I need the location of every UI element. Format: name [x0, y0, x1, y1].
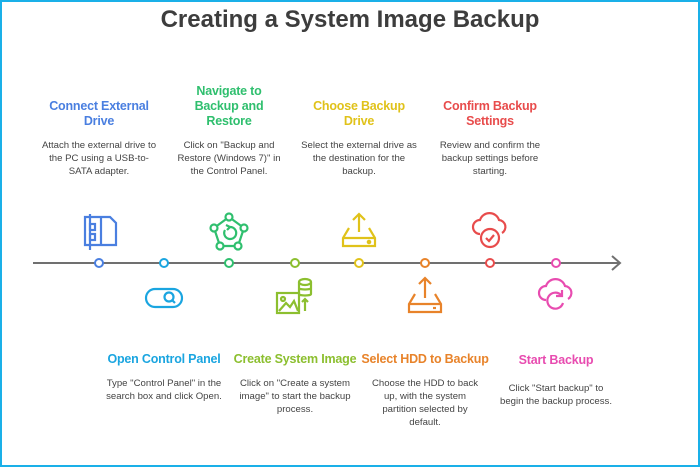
- drive-upload-icon: [341, 212, 377, 248]
- step-description: Click on "Backup and Restore (Windows 7)…: [177, 140, 281, 177]
- cloud-sync-icon: [537, 278, 573, 310]
- diagram-title: Creating a System Image Backup: [160, 6, 540, 33]
- timeline-dot: [159, 258, 169, 268]
- step-description: Type "Control Panel" in the search box a…: [106, 378, 222, 402]
- timeline-dot: [354, 258, 364, 268]
- hard-drive-card-icon: [83, 214, 118, 250]
- step-description: Choose the HDD to back up, with the syst…: [371, 378, 479, 428]
- step-description: Attach the external drive to the PC usin…: [41, 140, 157, 177]
- step-description: Select the external drive as the destina…: [301, 140, 417, 177]
- step-title: Navigate to Backup and Restore: [194, 84, 264, 128]
- step-description: Click "Start backup" to begin the backup…: [499, 383, 612, 407]
- timeline-dot: [224, 258, 234, 268]
- step-title: Connect External Drive: [49, 99, 149, 128]
- image-database-icon: [275, 277, 313, 315]
- step-description: Click on "Create a system image" to star…: [239, 378, 351, 415]
- step-title: Select HDD to Backup: [361, 352, 489, 366]
- timeline-dot: [290, 258, 300, 268]
- timeline-dot: [551, 258, 561, 268]
- timeline-dot: [485, 258, 495, 268]
- restore-network-icon: [209, 212, 249, 251]
- search-bar-icon: [144, 287, 184, 309]
- hdd-upload-icon: [407, 276, 443, 314]
- step-title: Start Backup: [518, 353, 594, 367]
- step-description: Review and confirm the backup settings b…: [439, 140, 541, 177]
- step-title: Open Control Panel: [107, 352, 221, 366]
- cloud-check-icon: [471, 212, 507, 249]
- step-title: Create System Image: [233, 352, 357, 366]
- timeline-dot: [420, 258, 430, 268]
- step-title: Confirm Backup Settings: [443, 99, 537, 128]
- timeline-arrow-icon: [611, 255, 622, 271]
- step-title: Choose Backup Drive: [313, 99, 405, 128]
- timeline-dot: [94, 258, 104, 268]
